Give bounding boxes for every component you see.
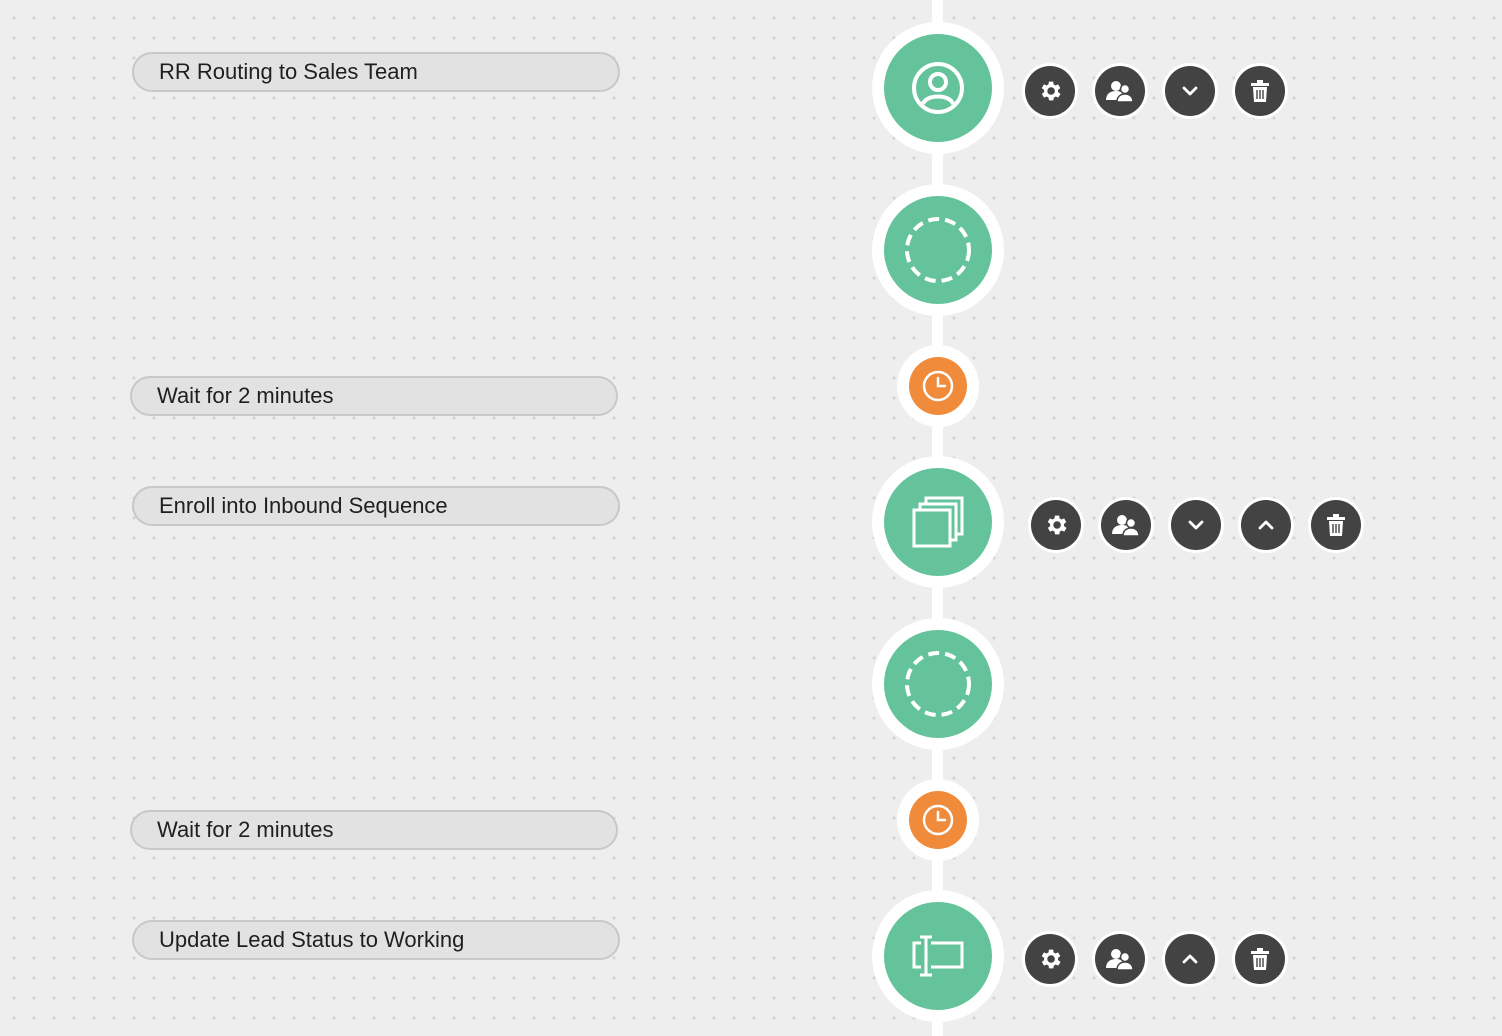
dashed-circle-icon (905, 217, 971, 283)
delete-button[interactable] (1232, 931, 1288, 987)
trash-icon (1327, 514, 1345, 536)
settings-button[interactable] (1022, 63, 1078, 119)
move-down-button[interactable] (1168, 497, 1224, 553)
gear-icon (1047, 515, 1067, 535)
settings-button[interactable] (1028, 497, 1084, 553)
step-node-rr-routing[interactable] (872, 22, 1004, 154)
step-node-wait[interactable] (897, 779, 979, 861)
assign-users-button[interactable] (1098, 497, 1154, 553)
text-field-icon (912, 935, 964, 977)
gear-icon (1041, 81, 1061, 101)
users-icon (1112, 515, 1140, 537)
settings-button[interactable] (1022, 931, 1078, 987)
chevron-down-icon (1188, 520, 1204, 530)
delete-button[interactable] (1308, 497, 1364, 553)
user-circle-icon (912, 62, 964, 114)
step-label-update-lead-status[interactable]: Update Lead Status to Working (132, 920, 620, 960)
clock-icon (922, 804, 954, 836)
users-icon (1106, 949, 1134, 971)
step-label-rr-routing[interactable]: RR Routing to Sales Team (132, 52, 620, 92)
dashed-circle-icon (905, 651, 971, 717)
step-node-update-lead-status[interactable] (872, 890, 1004, 1022)
gear-icon (1041, 949, 1061, 969)
move-down-button[interactable] (1162, 63, 1218, 119)
move-up-button[interactable] (1238, 497, 1294, 553)
trash-icon (1251, 80, 1269, 102)
step-label-wait[interactable]: Wait for 2 minutes (130, 810, 618, 850)
step-label-enroll-sequence[interactable]: Enroll into Inbound Sequence (132, 486, 620, 526)
sequence-copy-icon (912, 496, 964, 548)
clock-icon (922, 370, 954, 402)
step-node-enroll-sequence[interactable] (872, 456, 1004, 588)
chevron-up-icon (1182, 954, 1198, 964)
chevron-up-icon (1258, 520, 1274, 530)
step-label-wait[interactable]: Wait for 2 minutes (130, 376, 618, 416)
trash-icon (1251, 948, 1269, 970)
move-up-button[interactable] (1162, 931, 1218, 987)
assign-users-button[interactable] (1092, 63, 1148, 119)
delete-button[interactable] (1232, 63, 1288, 119)
step-node-placeholder[interactable] (872, 184, 1004, 316)
users-icon (1106, 81, 1134, 103)
step-node-wait[interactable] (897, 345, 979, 427)
step-node-placeholder[interactable] (872, 618, 1004, 750)
assign-users-button[interactable] (1092, 931, 1148, 987)
chevron-down-icon (1182, 86, 1198, 96)
